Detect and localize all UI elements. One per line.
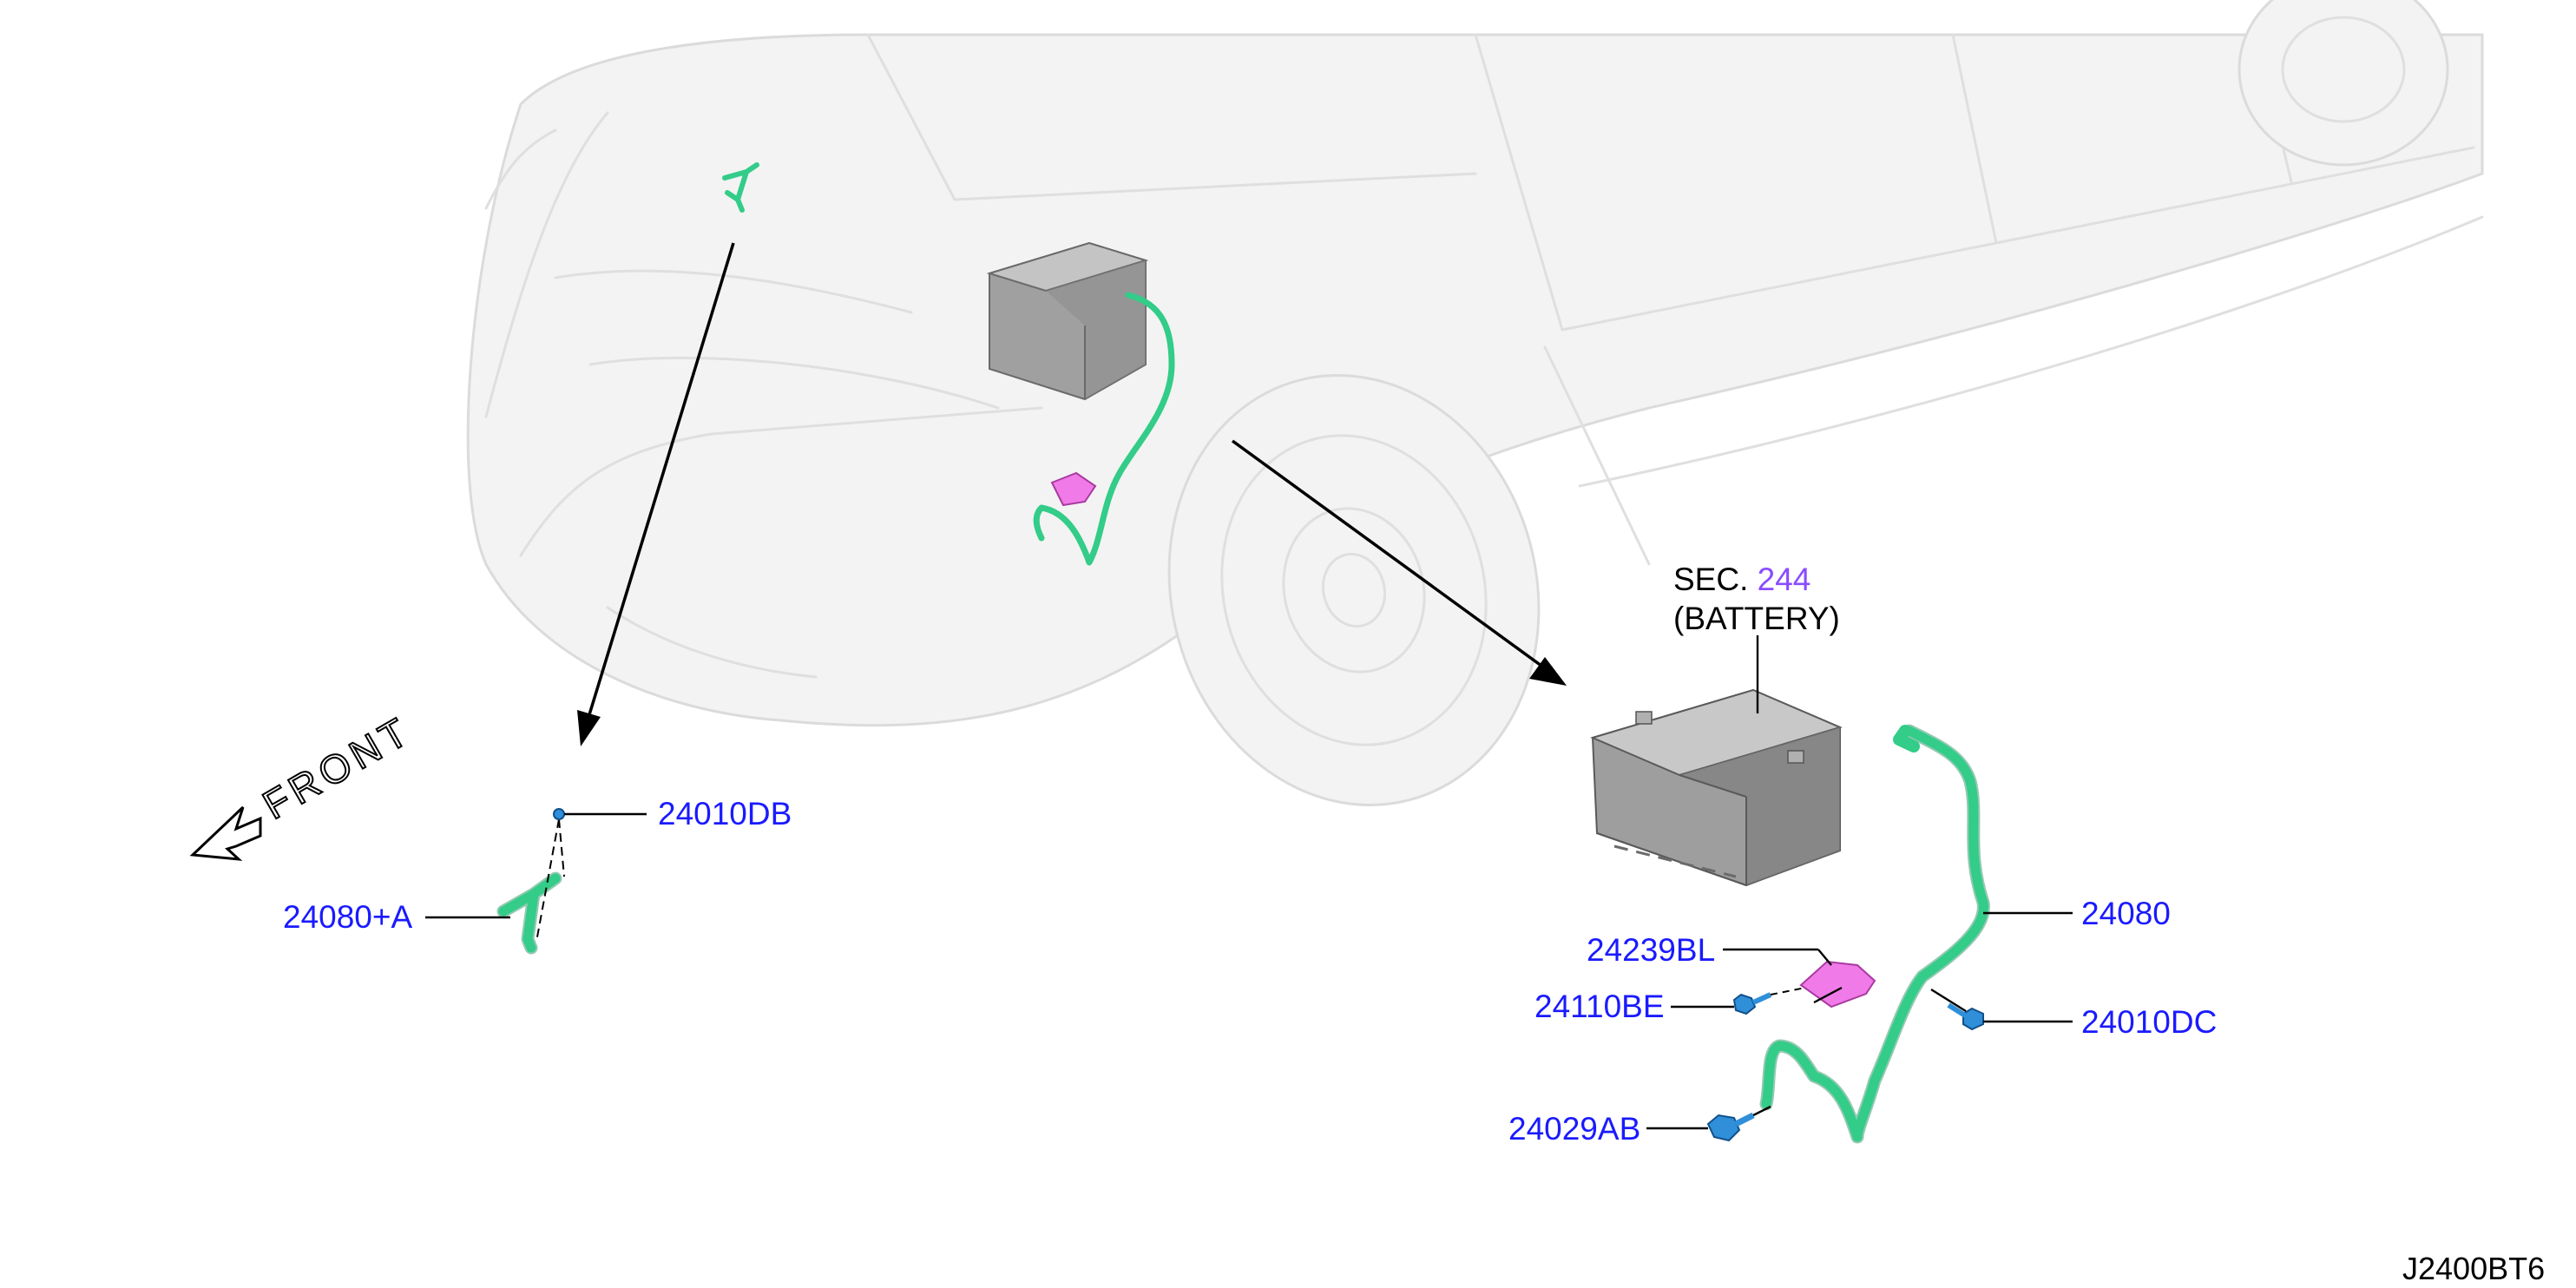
left-detail-group: [425, 808, 647, 955]
callout-24080a[interactable]: 24080+A: [283, 899, 412, 935]
section-number[interactable]: 244: [1758, 562, 1811, 597]
small-harness-in-vehicle: [722, 162, 759, 213]
bolt-24029ab-part: [1706, 1112, 1755, 1142]
front-wheel-ghost: [1167, 373, 1541, 807]
detail-arrow-left: [577, 242, 735, 746]
callout-24110be[interactable]: 24110BE: [1534, 989, 1665, 1024]
section-name: (BATTERY): [1673, 601, 1840, 636]
callout-24239bl[interactable]: 24239BL: [1587, 932, 1715, 968]
detail-arrow-right: [1231, 439, 1567, 686]
bolt-24010dc-part: [1947, 1002, 1984, 1031]
battery-in-vehicle: [986, 241, 1149, 401]
callout-24010dc[interactable]: 24010DC: [2081, 1004, 2217, 1040]
section-reference[interactable]: SEC. 244: [1673, 562, 1810, 597]
section-prefix: SEC.: [1673, 562, 1748, 597]
callout-24080[interactable]: 24080: [2081, 896, 2171, 931]
front-label: FRONT: [255, 706, 419, 827]
bracket-24239bl-part: [1799, 960, 1876, 1009]
battery-detail: [1590, 688, 1843, 887]
front-direction-indicator: FRONT: [189, 706, 420, 861]
harness-in-vehicle: [1033, 292, 1175, 566]
harness-24080-part: [1759, 724, 1990, 1144]
bolt-24010db-part: [553, 808, 565, 820]
front-arrow-icon: [189, 805, 262, 861]
bolt-24110be-part: [1732, 992, 1772, 1015]
bracket-in-vehicle: [1050, 471, 1097, 507]
callout-24010db[interactable]: 24010DB: [658, 796, 792, 831]
callout-24029ab[interactable]: 24029AB: [1508, 1111, 1640, 1147]
diagram-id: J2400BT6: [2402, 1251, 2545, 1286]
vehicle-body-ghost: [466, 0, 2484, 807]
